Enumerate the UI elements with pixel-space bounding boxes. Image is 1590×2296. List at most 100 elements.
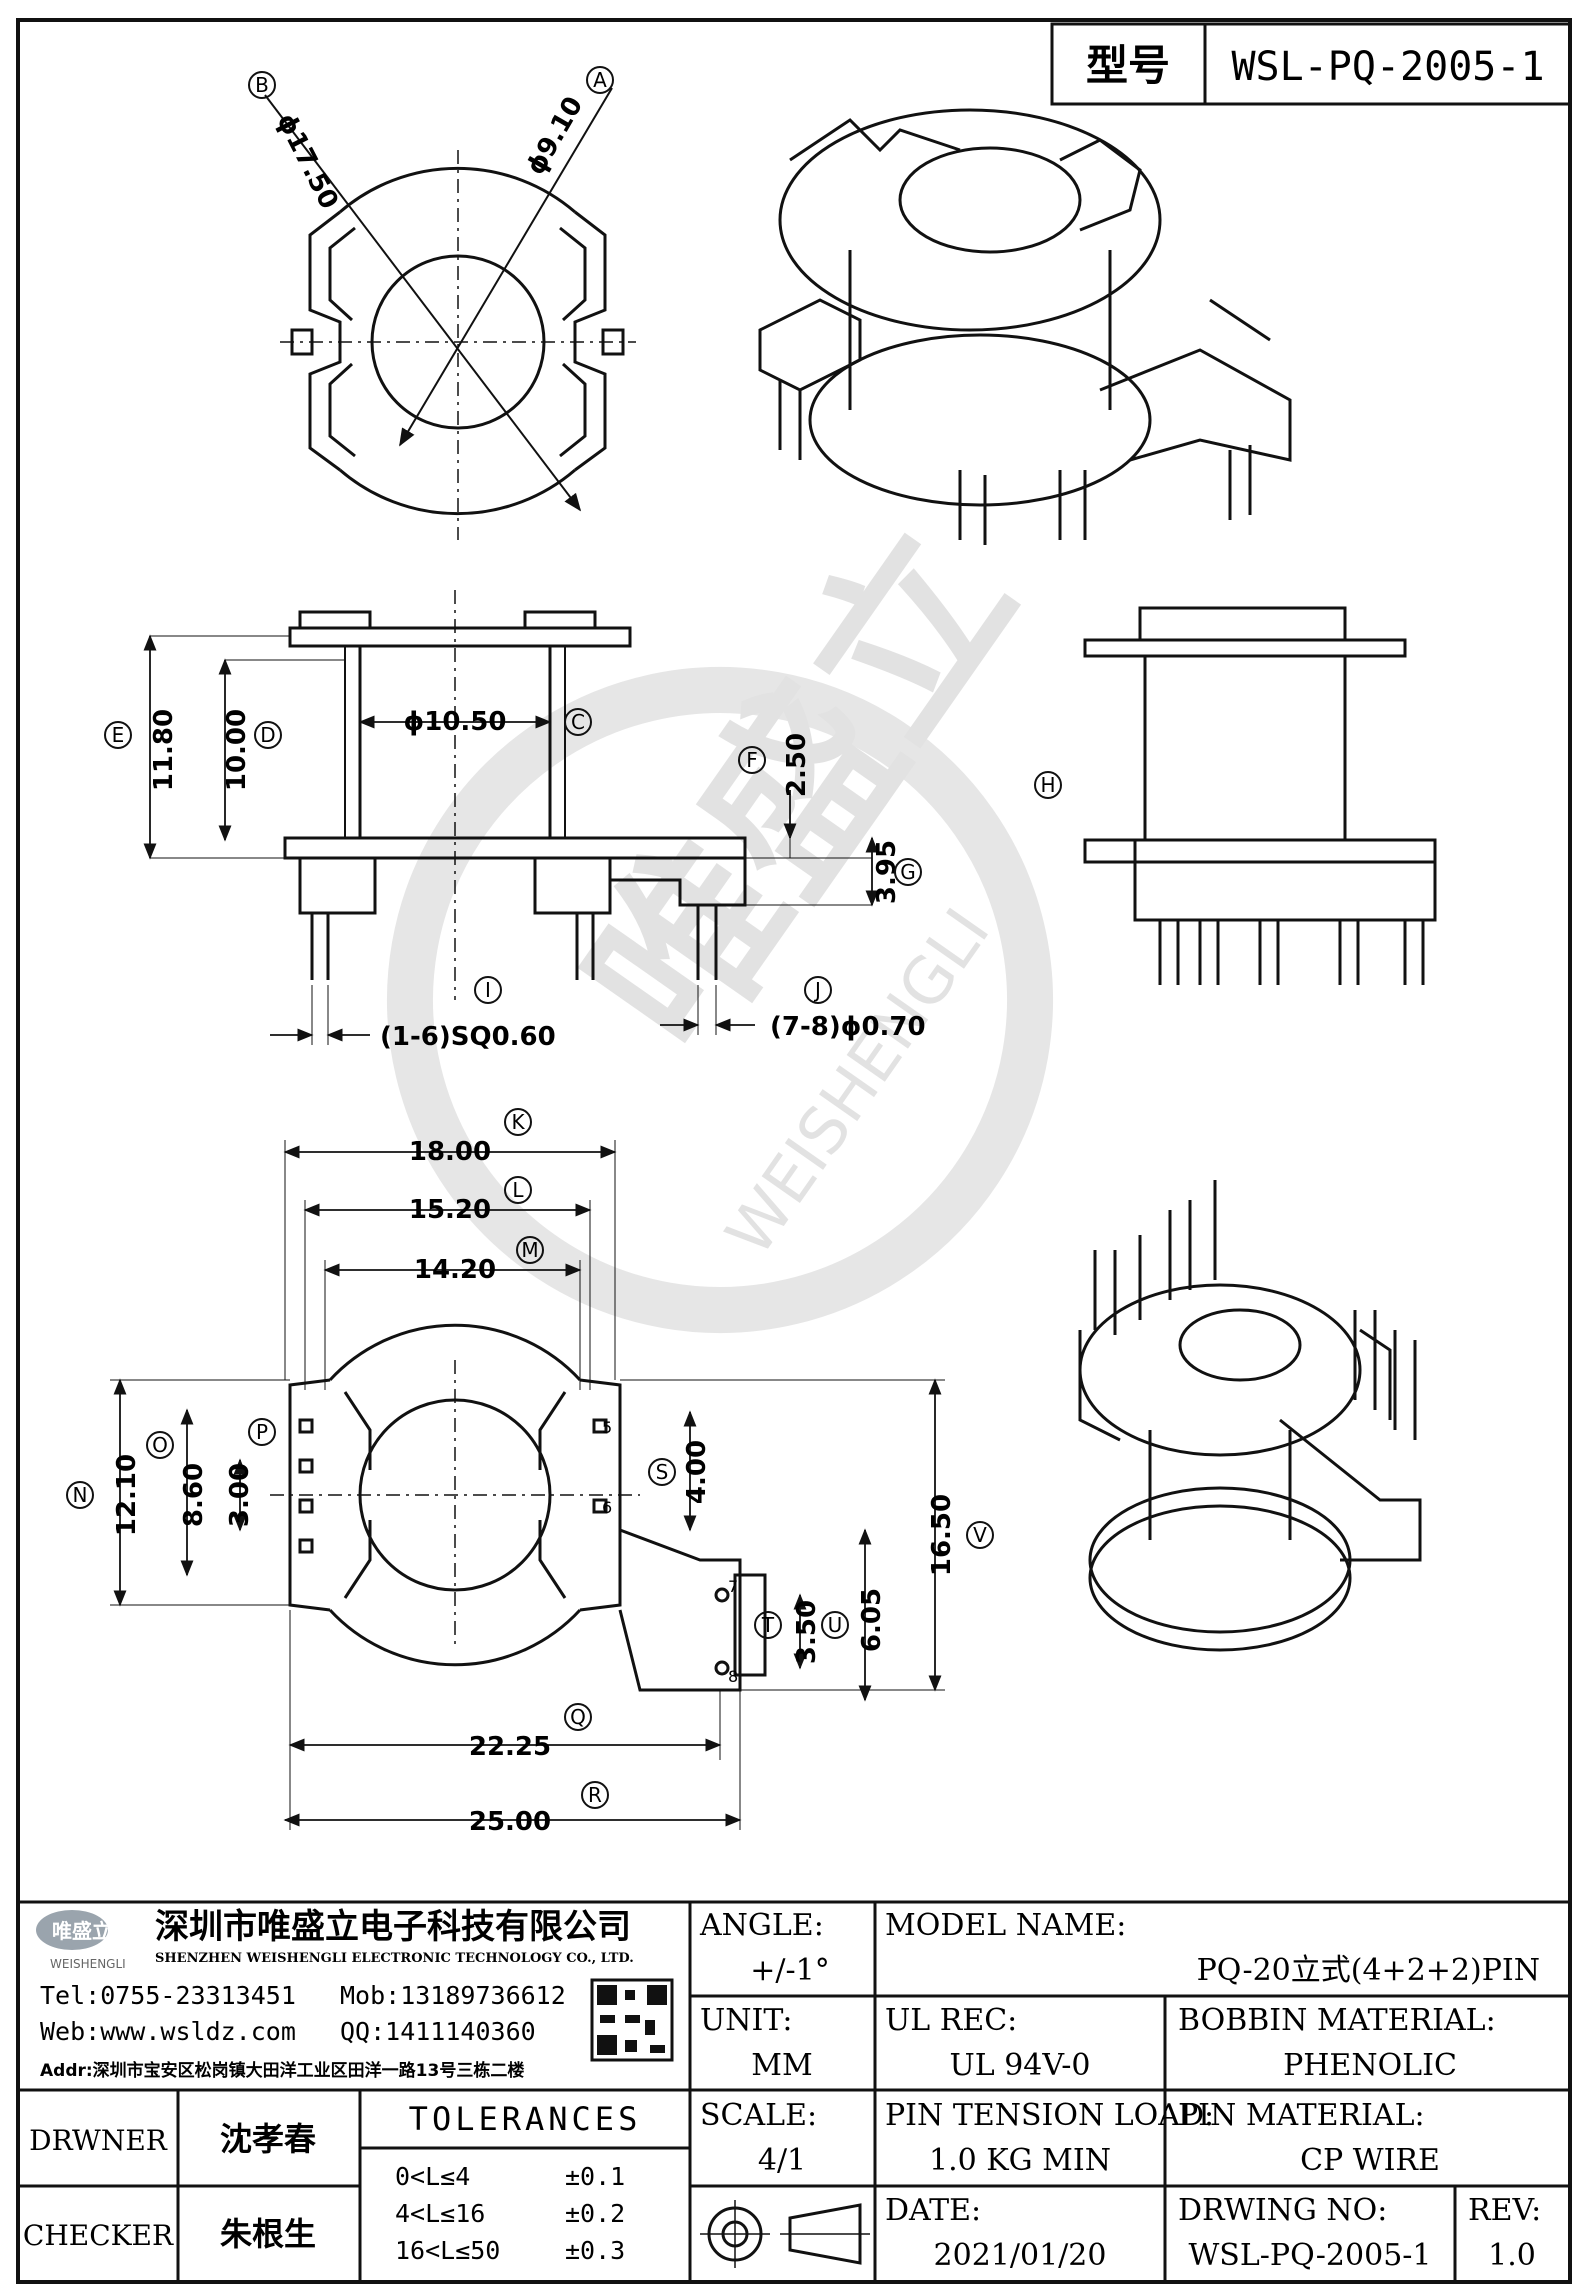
checker-value: 朱根生 xyxy=(220,2215,316,2253)
bottom-view-dims xyxy=(110,1140,945,1830)
iso-view-bottom xyxy=(1078,1180,1422,1652)
callout-m: M xyxy=(521,1238,538,1262)
ul-rec-label: UL REC: xyxy=(885,2003,1017,2038)
dim-m: 14.20 xyxy=(414,1255,496,1285)
scale-value: 4/1 xyxy=(758,2143,806,2178)
tolerance-value-2: ±0.2 xyxy=(565,2199,625,2228)
callout-b: B xyxy=(255,73,269,97)
callout-a: A xyxy=(593,68,607,92)
pin-5: 5 xyxy=(602,1418,612,1437)
dim-pin-sq: (1-6)SQ0.60 xyxy=(380,1022,556,1052)
dim-n: 12.10 xyxy=(112,1454,142,1536)
tolerance-range-3: 16<L≤50 xyxy=(395,2236,500,2265)
header-model-box: 型号 WSL-PQ-2005-1 xyxy=(1050,22,1572,106)
company-block: 唯盛立 WEISHENGLI 深圳市唯盛立电子科技有限公司 SHENZHEN W… xyxy=(36,1907,674,2081)
dim-k: 18.00 xyxy=(409,1137,491,1167)
tolerance-range-1: 0<L≤4 xyxy=(395,2162,470,2191)
angle-value: +/-1° xyxy=(750,1953,829,1988)
title-block xyxy=(18,1900,1570,2282)
tolerance-value-3: ±0.3 xyxy=(565,2236,625,2265)
drawing-no-value: WSL-PQ-2005-1 xyxy=(1188,2238,1431,2273)
date-value: 2021/01/20 xyxy=(934,2238,1107,2273)
rev-label: REV: xyxy=(1468,2193,1541,2228)
side-view-dims xyxy=(143,634,879,1045)
projection-symbol xyxy=(700,2200,870,2268)
company-web: Web:www.wsldz.com xyxy=(40,2017,296,2046)
ul-rec-value: UL 94V-0 xyxy=(949,2048,1090,2083)
callout-n: N xyxy=(73,1483,88,1507)
dim-o: 8.60 xyxy=(179,1463,209,1527)
callout-g: G xyxy=(900,860,916,884)
logo-en: WEISHENGLI xyxy=(50,1957,126,1971)
dim-r: 25.00 xyxy=(469,1807,551,1837)
pin-tension-value: 1.0 KG MIN xyxy=(929,2143,1111,2178)
end-view xyxy=(1083,606,1437,985)
dim-t: 3.50 xyxy=(792,1600,822,1664)
company-name-en: SHENZHEN WEISHENGLI ELECTRONIC TECHNOLOG… xyxy=(155,1951,634,1966)
bottom-view-labels: K 18.00 L 15.20 M 14.20 N 12.10 O 8.60 P… xyxy=(66,1108,994,1837)
sheet-frame xyxy=(16,18,1572,2284)
callout-u: U xyxy=(828,1613,843,1637)
dim-f: 2.50 xyxy=(782,733,812,797)
callout-k: K xyxy=(511,1110,525,1134)
dim-height-inner: 10.00 xyxy=(222,709,252,791)
callout-e: E xyxy=(112,723,125,747)
end-view-labels: H xyxy=(1034,771,1062,799)
pin-tension-label: PIN TENSION LOAD: xyxy=(885,2098,1214,2133)
iso-view-top xyxy=(758,108,1292,545)
callout-t: T xyxy=(761,1613,775,1637)
type-label: 型号 xyxy=(1086,41,1170,90)
drawer-label: DRWNER xyxy=(29,2124,168,2157)
dim-u: 6.05 xyxy=(857,1588,887,1652)
tolerance-range-2: 4<L≤16 xyxy=(395,2199,485,2228)
side-view xyxy=(283,590,747,1000)
dim-pin-dia: (7-8)ϕ0.70 xyxy=(770,1012,926,1042)
company-qq: QQ:1411140360 xyxy=(340,2017,536,2046)
bobbin-material-value: PHENOLIC xyxy=(1283,2048,1457,2083)
title-block-text: ANGLE: +/-1° MODEL NAME: PQ-20立式(4+2+2)P… xyxy=(23,1908,1541,2273)
dim-inner-dia: ϕ9.10 xyxy=(521,92,589,180)
dim-g: 3.95 xyxy=(872,840,902,904)
qr-code xyxy=(590,1978,674,2062)
angle-label: ANGLE: xyxy=(699,1908,824,1943)
pin-material-value: CP WIRE xyxy=(1300,2143,1440,2178)
company-mob: Mob:13189736612 xyxy=(340,1981,566,2010)
callout-s: S xyxy=(656,1460,669,1484)
dim-p: 3.00 xyxy=(225,1463,255,1527)
callout-q: Q xyxy=(570,1705,586,1729)
dim-q: 22.25 xyxy=(469,1732,551,1762)
pin-7: 7 xyxy=(728,1577,738,1596)
bobbin-material-label: BOBBIN MATERIAL: xyxy=(1178,2003,1496,2038)
callout-o: O xyxy=(152,1433,168,1457)
drawer-value: 沈孝春 xyxy=(220,2120,316,2158)
checker-label: CHECKER xyxy=(23,2219,174,2252)
top-view-labels: B A ϕ17.50 ϕ9.10 xyxy=(248,66,614,214)
side-view-labels: E 11.80 10.00 D ϕ10.50 C F 2.50 3.95 G I… xyxy=(104,707,926,1052)
logo-cn: 唯盛立 xyxy=(52,1919,112,1943)
model-name-label: MODEL NAME: xyxy=(885,1908,1126,1943)
bottom-view xyxy=(270,1323,767,1692)
model-name-value: PQ-20立式(4+2+2)PIN xyxy=(1197,1953,1540,1988)
scale-label: SCALE: xyxy=(700,2098,817,2133)
callout-c: C xyxy=(571,710,585,734)
callout-i: I xyxy=(485,978,491,1002)
callout-h: H xyxy=(1040,773,1055,797)
top-view xyxy=(264,87,636,540)
callout-v: V xyxy=(973,1523,987,1547)
dim-v: 16.50 xyxy=(927,1494,957,1576)
company-logo xyxy=(36,1910,108,1950)
company-address: Addr:深圳市宝安区松岗镇大田洋工业区田洋一路13号三栋二楼 xyxy=(40,2060,524,2081)
dim-l: 15.20 xyxy=(409,1195,491,1225)
rev-value: 1.0 xyxy=(1488,2238,1536,2273)
drawing-no-label: DRWING NO: xyxy=(1178,2193,1387,2228)
callout-j: J xyxy=(813,978,821,1002)
date-label: DATE: xyxy=(885,2193,981,2228)
model-code: WSL-PQ-2005-1 xyxy=(1231,44,1544,90)
unit-value: MM xyxy=(751,2048,812,2083)
dim-s: 4.00 xyxy=(682,1440,712,1504)
pin-8: 8 xyxy=(728,1667,738,1686)
pin-material-label: PIN MATERIAL: xyxy=(1178,2098,1425,2133)
dim-height-total: 11.80 xyxy=(149,709,179,791)
tolerances-label: TOLERANCES xyxy=(409,2100,642,2138)
